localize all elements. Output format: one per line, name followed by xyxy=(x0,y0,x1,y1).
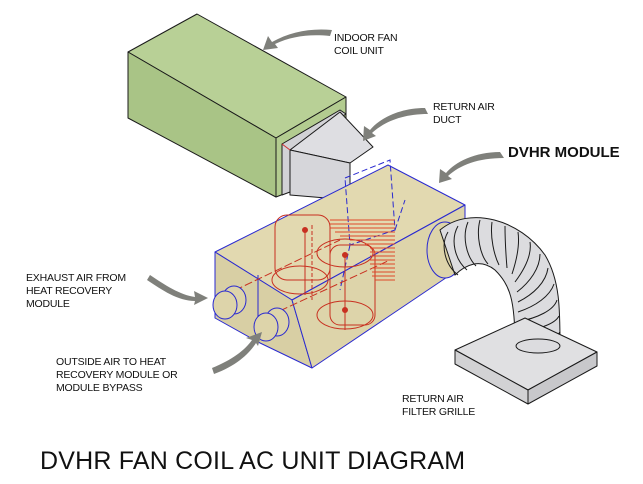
label-return-air-duct: RETURN AIR DUCT xyxy=(433,101,495,126)
label-outside-air: OUTSIDE AIR TO HEAT RECOVERY MODULE OR M… xyxy=(56,356,178,394)
arrow-outside-air xyxy=(212,332,262,374)
arrow-return-air-duct xyxy=(363,108,428,141)
diagram-title: DVHR FAN COIL AC UNIT DIAGRAM xyxy=(40,447,466,475)
arrow-indoor-fan-coil xyxy=(263,29,332,50)
exhaust-air-port xyxy=(212,285,247,320)
return-air-filter-grille xyxy=(454,317,598,405)
grille-right xyxy=(527,351,598,405)
grille-top xyxy=(454,317,598,391)
callout-arrows xyxy=(147,29,504,374)
label-exhaust-air: EXHAUST AIR FROM HEAT RECOVERY MODULE xyxy=(26,272,126,310)
coil-fins xyxy=(330,219,395,281)
arrow-exhaust-air xyxy=(147,275,208,305)
arrow-dvhr-module xyxy=(439,152,504,183)
return-air-duct xyxy=(281,109,374,201)
label-return-air-filter-grille: RETURN AIR FILTER GRILLE xyxy=(402,393,476,418)
label-indoor-fan-coil-unit: INDOOR FAN COIL UNIT xyxy=(334,32,398,57)
label-dvhr-module: DVHR MODULE xyxy=(508,144,620,161)
